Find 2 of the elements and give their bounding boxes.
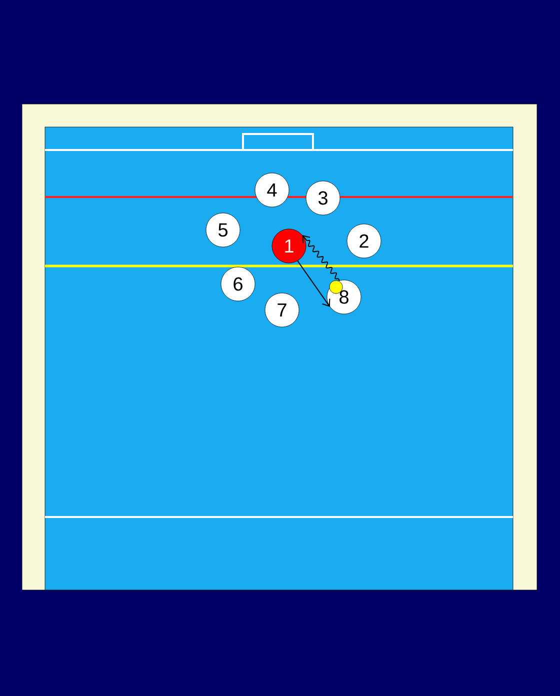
arrow (297, 260, 330, 307)
arrow (302, 234, 340, 281)
